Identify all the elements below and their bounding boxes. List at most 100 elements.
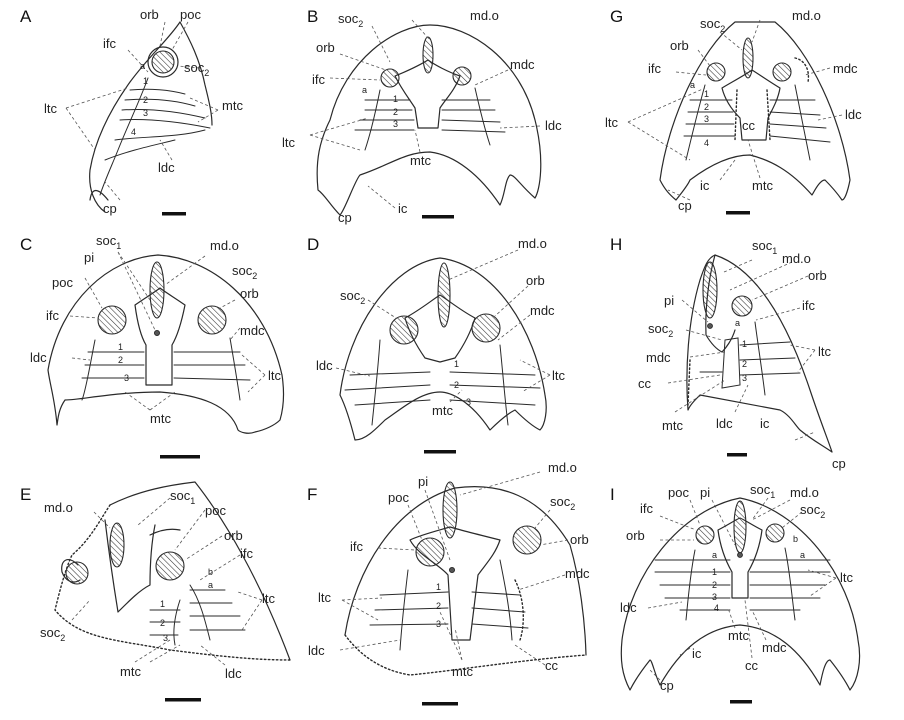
transverse-canal (769, 99, 831, 143)
leader-line (65, 87, 129, 151)
leader-line (127, 49, 149, 73)
scale-bar (730, 700, 752, 704)
label-ltc: ltc (818, 344, 832, 359)
lateral-canal (474, 87, 491, 146)
leader-line (367, 299, 397, 319)
label-ifc: ifc (802, 298, 816, 313)
canal-number: 2 (143, 95, 148, 105)
transverse-canal (471, 591, 529, 629)
orbit (65, 561, 89, 585)
label-cc: cc (545, 658, 559, 673)
leader-line (414, 129, 421, 153)
panel-a: A orb poc ifc soc2 ltc mtc ldc cp a 1 2 … (20, 7, 243, 216)
label-soc2: soc2 (550, 494, 575, 512)
leader-line (539, 539, 569, 546)
leader-line (627, 87, 706, 161)
transverse-canal (354, 99, 415, 131)
damaged-margin (344, 634, 587, 676)
canal-number: 3 (742, 373, 747, 383)
pineal-spot (448, 567, 455, 574)
leader-line (367, 185, 396, 209)
leader-line (177, 65, 201, 69)
label-mtc: mtc (432, 403, 453, 418)
lateral-canal (399, 569, 409, 651)
scale-bar (422, 215, 454, 219)
label-mdc: mdc (565, 566, 590, 581)
panel-b: B soc2 md.o orb ifc mdc ltc ldc mtc cp i… (282, 7, 562, 225)
central-canal (721, 337, 741, 389)
label-orb: orb (808, 268, 827, 283)
transverse-canal (124, 98, 196, 107)
label-ltc: ltc (268, 368, 282, 383)
canal-number: a (208, 580, 213, 590)
orbit (765, 523, 785, 543)
leader-line (723, 259, 793, 291)
label-soc1: soc1 (752, 238, 777, 256)
leader-line (69, 315, 99, 319)
label-mdo: md.o (210, 238, 239, 253)
leader-line (104, 181, 121, 201)
damaged-margin (794, 57, 810, 83)
label-mtc: mtc (222, 98, 243, 113)
leader-line (755, 307, 801, 321)
pineal-spot (153, 329, 160, 336)
label-mtc: mtc (120, 664, 141, 679)
label-cc: cc (742, 118, 756, 133)
lateral-canal (685, 84, 706, 161)
panel-letter: G (610, 7, 623, 26)
scale-bar (160, 455, 200, 459)
leader-line (647, 601, 683, 609)
leader-line (159, 139, 173, 161)
label-mdc: mdc (833, 61, 858, 76)
label-ic: ic (760, 416, 770, 431)
canal-number: 1 (704, 89, 709, 99)
canal-number: a (800, 550, 805, 560)
leader-line (519, 359, 551, 393)
label-ifc: ifc (350, 539, 364, 554)
leader-line (164, 255, 206, 286)
canal-number: 2 (712, 580, 717, 590)
canal-number: 2 (436, 601, 441, 611)
canal-number: a (690, 80, 695, 90)
median-dorsal-opening (149, 261, 165, 319)
leader-line (674, 379, 749, 413)
lateral-canal (364, 89, 381, 151)
canal-number: a (362, 85, 367, 95)
label-soc2: soc2 (340, 288, 365, 306)
leader-line (189, 97, 219, 123)
canal-number: a (735, 318, 740, 328)
panel-letter: A (20, 7, 32, 26)
label-mtc: mtc (662, 418, 683, 433)
panel-letter: F (307, 485, 317, 504)
leader-line (685, 329, 723, 341)
leader-line (377, 547, 416, 551)
leader-line (667, 374, 721, 384)
leader-line (719, 19, 761, 51)
lateral-canal (371, 339, 509, 426)
panel-letter: D (307, 235, 319, 254)
leader-line (517, 574, 566, 591)
leader-line (727, 607, 736, 629)
median-dorsal-plate (409, 526, 501, 641)
canal-number: 1 (742, 339, 747, 349)
leader-line (84, 277, 103, 309)
leader-line (93, 511, 111, 529)
orbit-rim (147, 46, 179, 78)
lateral-canal (81, 339, 96, 401)
transverse-canal (683, 99, 736, 137)
label-ldc: ldc (716, 416, 733, 431)
leader-line (681, 299, 709, 323)
label-ldc: ldc (30, 350, 47, 365)
orbit (197, 305, 227, 335)
median-dorsal-plate (404, 294, 476, 363)
leader-line (689, 499, 736, 546)
leader-line (817, 114, 843, 121)
label-ltc: ltc (552, 368, 566, 383)
label-mdo: md.o (548, 460, 577, 475)
median-dorsal-opening (109, 522, 125, 568)
label-poc: poc (52, 275, 73, 290)
leader-line (341, 597, 383, 621)
label-soc2: soc2 (338, 11, 363, 29)
canal-number: 2 (704, 102, 709, 112)
